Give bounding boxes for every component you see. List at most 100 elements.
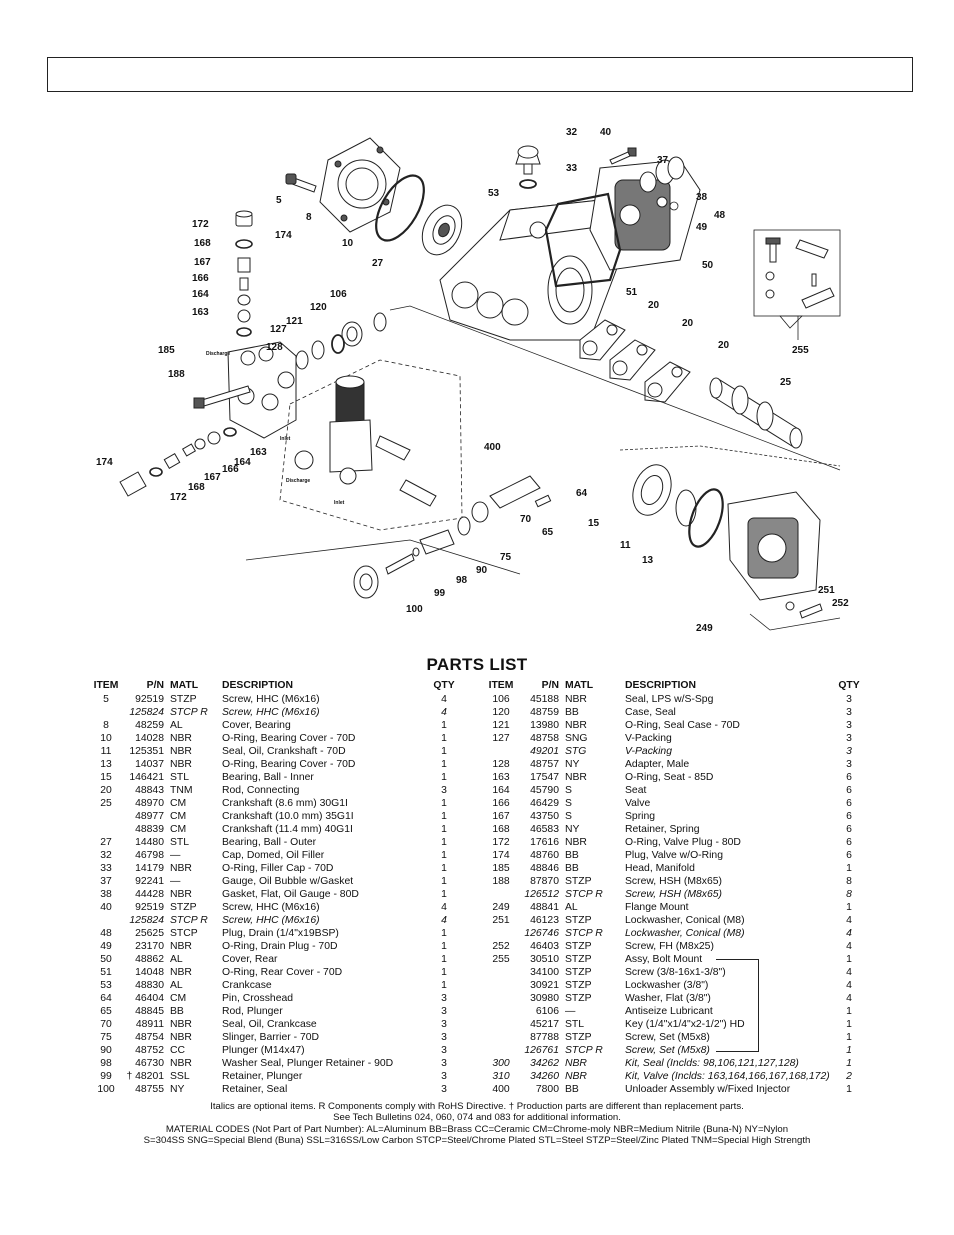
item-cell: 255 [492, 954, 510, 965]
quantity-cell: 3 [846, 733, 852, 744]
quantity-cell: 3 [441, 993, 447, 1004]
svg-text:53: 53 [488, 188, 500, 199]
svg-text:40: 40 [600, 127, 612, 138]
description-cell: Unloader Assembly w/Fixed Injector [625, 1084, 791, 1095]
item-cell: 400 [492, 1084, 510, 1095]
material-cell: S [565, 811, 572, 822]
item-cell: 168 [492, 824, 510, 835]
svg-text:100: 100 [406, 604, 423, 615]
description-cell: Lockwasher (3/8") [625, 980, 709, 991]
item-cell: 15 [100, 772, 112, 783]
material-cell: CM [170, 993, 187, 1004]
part-number-cell: 45790 [530, 785, 559, 796]
part-number-cell: 87870 [530, 876, 559, 887]
quantity-cell: 1 [441, 863, 447, 874]
quantity-cell: 4 [441, 694, 447, 705]
quantity-cell: 1 [846, 902, 852, 913]
description-cell: Valve [625, 798, 651, 809]
description-cell: Head, Manifold [625, 863, 695, 874]
description-cell: Bearing, Ball - Outer [222, 837, 317, 848]
svg-text:127: 127 [270, 324, 287, 335]
material-cell: NBR [565, 837, 587, 848]
material-cell: NBR [170, 733, 192, 744]
material-cell: BB [565, 850, 579, 861]
material-cell: NBR [170, 967, 192, 978]
material-cell: S [565, 785, 572, 796]
description-cell: Gauge, Oil Bubble w/Gasket [222, 876, 354, 887]
description-cell: Case, Seal [625, 707, 676, 718]
material-cell: NBR [170, 1058, 192, 1069]
description-cell: Seal, Oil, Crankcase [222, 1019, 317, 1030]
material-cell: TNM [170, 785, 193, 796]
svg-text:174: 174 [275, 230, 292, 241]
quantity-cell: 1 [846, 1084, 852, 1095]
item-cell: 100 [97, 1084, 115, 1095]
svg-text:166: 166 [192, 273, 209, 284]
description-cell: Cover, Bearing [222, 720, 291, 731]
quantity-cell: 3 [846, 746, 852, 757]
part-number-cell: 125824 [129, 707, 164, 718]
quantity-cell: 1 [441, 772, 447, 783]
description-cell: O-Ring, Bearing Cover - 70D [222, 759, 356, 770]
svg-text:163: 163 [192, 307, 209, 318]
part-number-cell: 34260 [530, 1071, 559, 1082]
part-number-cell: 48911 [135, 1019, 164, 1030]
part-number-cell: 17616 [530, 837, 559, 848]
svg-text:172: 172 [170, 492, 187, 503]
material-cell: AL [170, 980, 183, 991]
svg-text:168: 168 [188, 482, 205, 493]
material-cell: STZP [565, 876, 592, 887]
item-cell: 98 [100, 1058, 112, 1069]
svg-text:51: 51 [626, 287, 638, 298]
svg-text:255: 255 [792, 345, 809, 356]
material-cell: NBR [170, 863, 192, 874]
material-cell: STZP [565, 941, 592, 952]
material-cell: CM [170, 798, 187, 809]
quantity-cell: 2 [846, 1071, 852, 1082]
item-cell: 38 [100, 889, 112, 900]
valve-stack-lower [119, 427, 237, 497]
material-cell: NY [565, 759, 580, 770]
part-number-cell: 48259 [135, 720, 164, 731]
part-number-cell: 43750 [530, 811, 559, 822]
part-number-cell: 48758 [530, 733, 559, 744]
quantity-cell: 1 [441, 928, 447, 939]
flange-mount-part [727, 491, 821, 601]
item-cell: 164 [492, 785, 510, 796]
part-number-cell: 126746 [524, 928, 559, 939]
item-cell: 13 [100, 759, 112, 770]
quantity-cell: 1 [441, 850, 447, 861]
svg-text:98: 98 [456, 575, 468, 586]
description-cell: Slinger, Barrier - 70D [222, 1032, 320, 1043]
description-cell: Kit, Seal (Inclds: 98,106,121,127,128) [625, 1058, 799, 1069]
quantity-cell: 1 [441, 733, 447, 744]
quantity-cell: 1 [441, 746, 447, 757]
description-cell: Screw, HHC (M6x16) [222, 694, 320, 705]
quantity-cell: 6 [846, 824, 852, 835]
item-cell: 252 [492, 941, 510, 952]
material-cell: — [170, 850, 181, 861]
part-number-cell: 126512 [524, 889, 559, 900]
material-cell: NBR [170, 889, 192, 900]
quantity-cell: 6 [846, 798, 852, 809]
svg-text:27: 27 [372, 258, 384, 269]
item-cell: 25 [100, 798, 112, 809]
material-cell: STZP [565, 915, 592, 926]
quantity-cell: 4 [846, 993, 852, 1004]
